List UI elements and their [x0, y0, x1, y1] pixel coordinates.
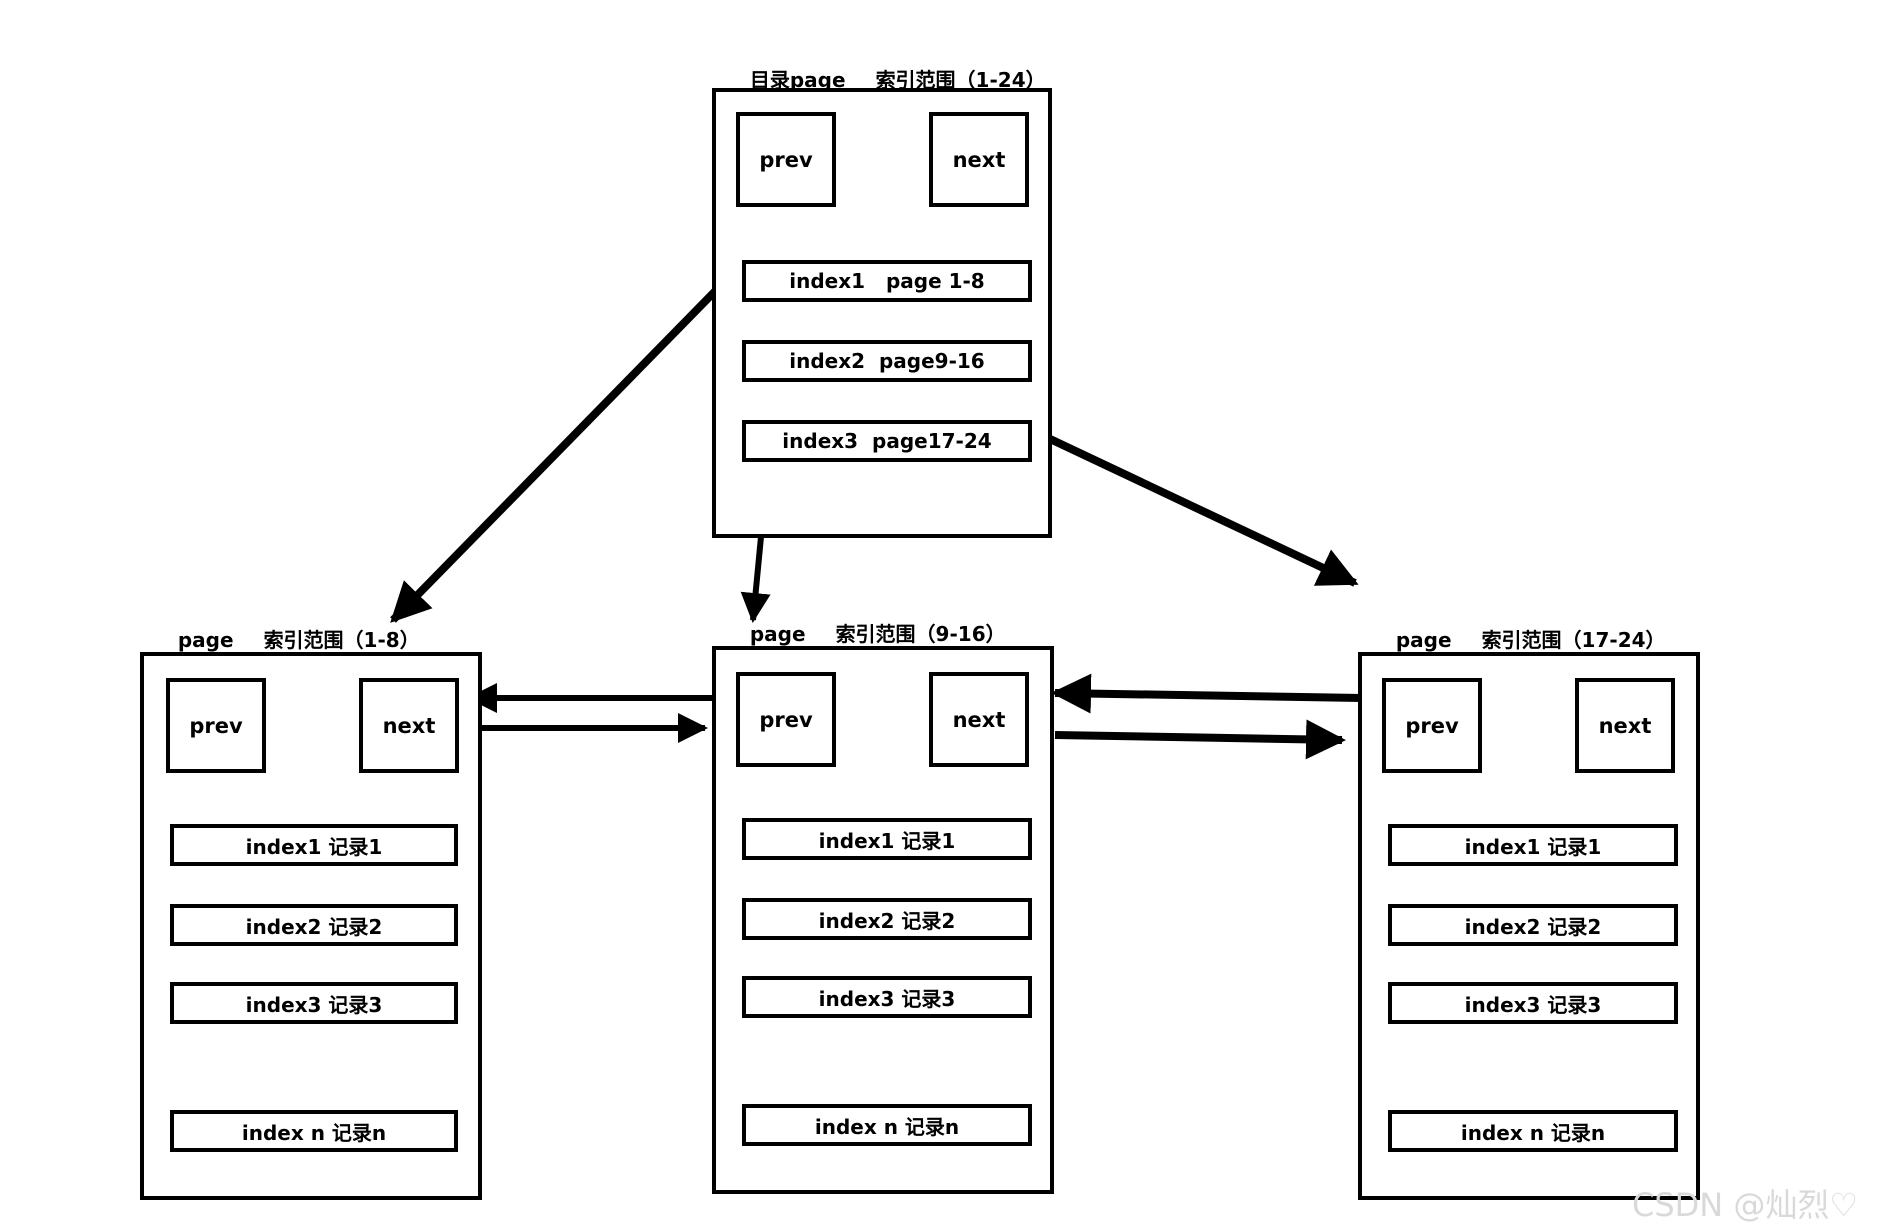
arrow-dir-to-page-17-24 — [1046, 434, 1359, 587]
directory-row: index2 page9-16 — [742, 340, 1032, 382]
record-row: index2 记录2 — [742, 898, 1032, 940]
directory-page: prev next index1 page 1-8 index2 page9-1… — [712, 88, 1052, 538]
prev-pointer: prev — [166, 678, 266, 773]
page-title: page 索引范围（9-16） — [722, 594, 1006, 671]
record-row: index2 记录2 — [1388, 904, 1678, 946]
leaf-page-9-16: prev next index1 记录1 index2 记录2 index3 记… — [712, 646, 1054, 1194]
directory-row: index1 page 1-8 — [742, 260, 1032, 302]
record-row: index n 记录n — [742, 1104, 1032, 1146]
page-title-prefix: page — [1395, 628, 1452, 652]
next-pointer: next — [359, 678, 459, 773]
directory-row-target: page17-24 — [872, 429, 992, 453]
arrow-page2-next-to-page3 — [1054, 719, 1346, 760]
next-pointer: next — [929, 672, 1029, 767]
page-title-prefix: page — [177, 628, 234, 652]
page-title: page 索引范围（1-8） — [150, 600, 420, 677]
arrow-dir-to-page-1-8 — [390, 275, 731, 623]
leaf-page-17-24: prev next index1 记录1 index2 记录2 index3 记… — [1358, 652, 1700, 1200]
arrow-page3-prev-to-page2 — [1051, 673, 1363, 714]
page-title-prefix: page — [749, 622, 806, 646]
page-title-range: 索引范围（1-8） — [263, 628, 420, 652]
directory-row-index: index2 — [789, 349, 866, 373]
directory-prev-pointer: prev — [736, 112, 836, 207]
page-title-range: 索引范围（9-16） — [835, 622, 1006, 646]
record-row: index n 记录n — [1388, 1110, 1678, 1152]
record-row: index1 记录1 — [742, 818, 1032, 860]
directory-row-target: page9-16 — [878, 349, 985, 373]
directory-row-index: index3 — [782, 429, 859, 453]
record-row: index1 记录1 — [170, 824, 458, 866]
record-row: index3 记录3 — [742, 976, 1032, 1018]
csdn-watermark: CSDN @灿烈♡ — [1632, 1186, 1859, 1224]
page-title: page 索引范围（17-24） — [1368, 600, 1666, 677]
record-row: index n 记录n — [170, 1110, 458, 1152]
record-row: index1 记录1 — [1388, 824, 1678, 866]
record-row: index2 记录2 — [170, 904, 458, 946]
directory-row-target: page 1-8 — [885, 269, 985, 293]
prev-pointer: prev — [1382, 678, 1482, 773]
page-title-range: 索引范围（17-24） — [1481, 628, 1666, 652]
directory-row-index: index1 — [789, 269, 866, 293]
record-row: index3 记录3 — [1388, 982, 1678, 1024]
prev-pointer: prev — [736, 672, 836, 767]
record-row: index3 记录3 — [170, 982, 458, 1024]
leaf-page-1-8: prev next index1 记录1 index2 记录2 index3 记… — [140, 652, 482, 1200]
next-pointer: next — [1575, 678, 1675, 773]
directory-row: index3 page17-24 — [742, 420, 1032, 462]
directory-next-pointer: next — [929, 112, 1029, 207]
